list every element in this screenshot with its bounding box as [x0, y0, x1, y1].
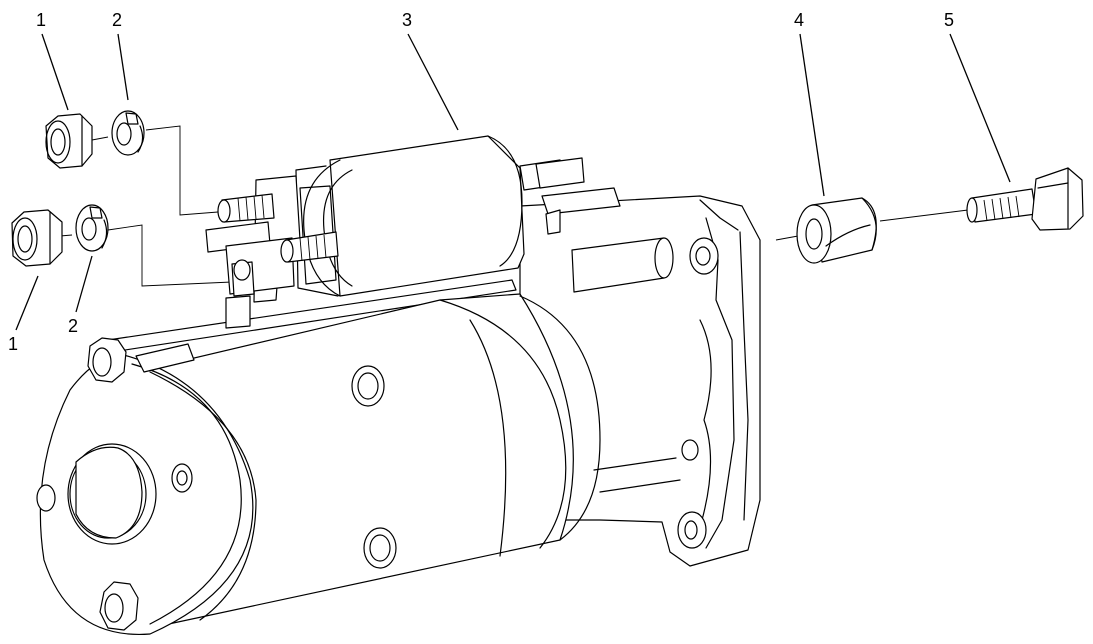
mounting-bolt	[966, 167, 1084, 231]
washer-lower	[75, 204, 109, 252]
callout-1-lower: 1	[8, 334, 18, 354]
callout-2-upper: 2	[112, 10, 122, 30]
leader-line-2-upper	[117, 33, 129, 101]
leader-line-4	[799, 33, 825, 197]
callout-3: 3	[402, 10, 412, 30]
nut-upper	[45, 113, 93, 169]
washer-upper	[111, 110, 145, 156]
leader-line-1-upper	[41, 33, 69, 111]
callout-5: 5	[944, 10, 954, 30]
starter-motor	[36, 135, 761, 636]
nut-lower	[11, 209, 63, 267]
leader-line-3	[407, 33, 459, 131]
callout-4: 4	[794, 10, 804, 30]
spacer-sleeve	[796, 197, 877, 264]
callout-1-upper: 1	[36, 10, 46, 30]
callouts: 1 2 3 4 5 1 2	[8, 10, 954, 354]
callout-2-lower: 2	[68, 316, 78, 336]
leader-lines	[15, 33, 1011, 331]
leader-line-2-lower	[75, 255, 93, 313]
alignment-lines	[59, 125, 969, 287]
leader-line-1-lower	[15, 275, 39, 331]
leader-line-5	[949, 33, 1011, 183]
